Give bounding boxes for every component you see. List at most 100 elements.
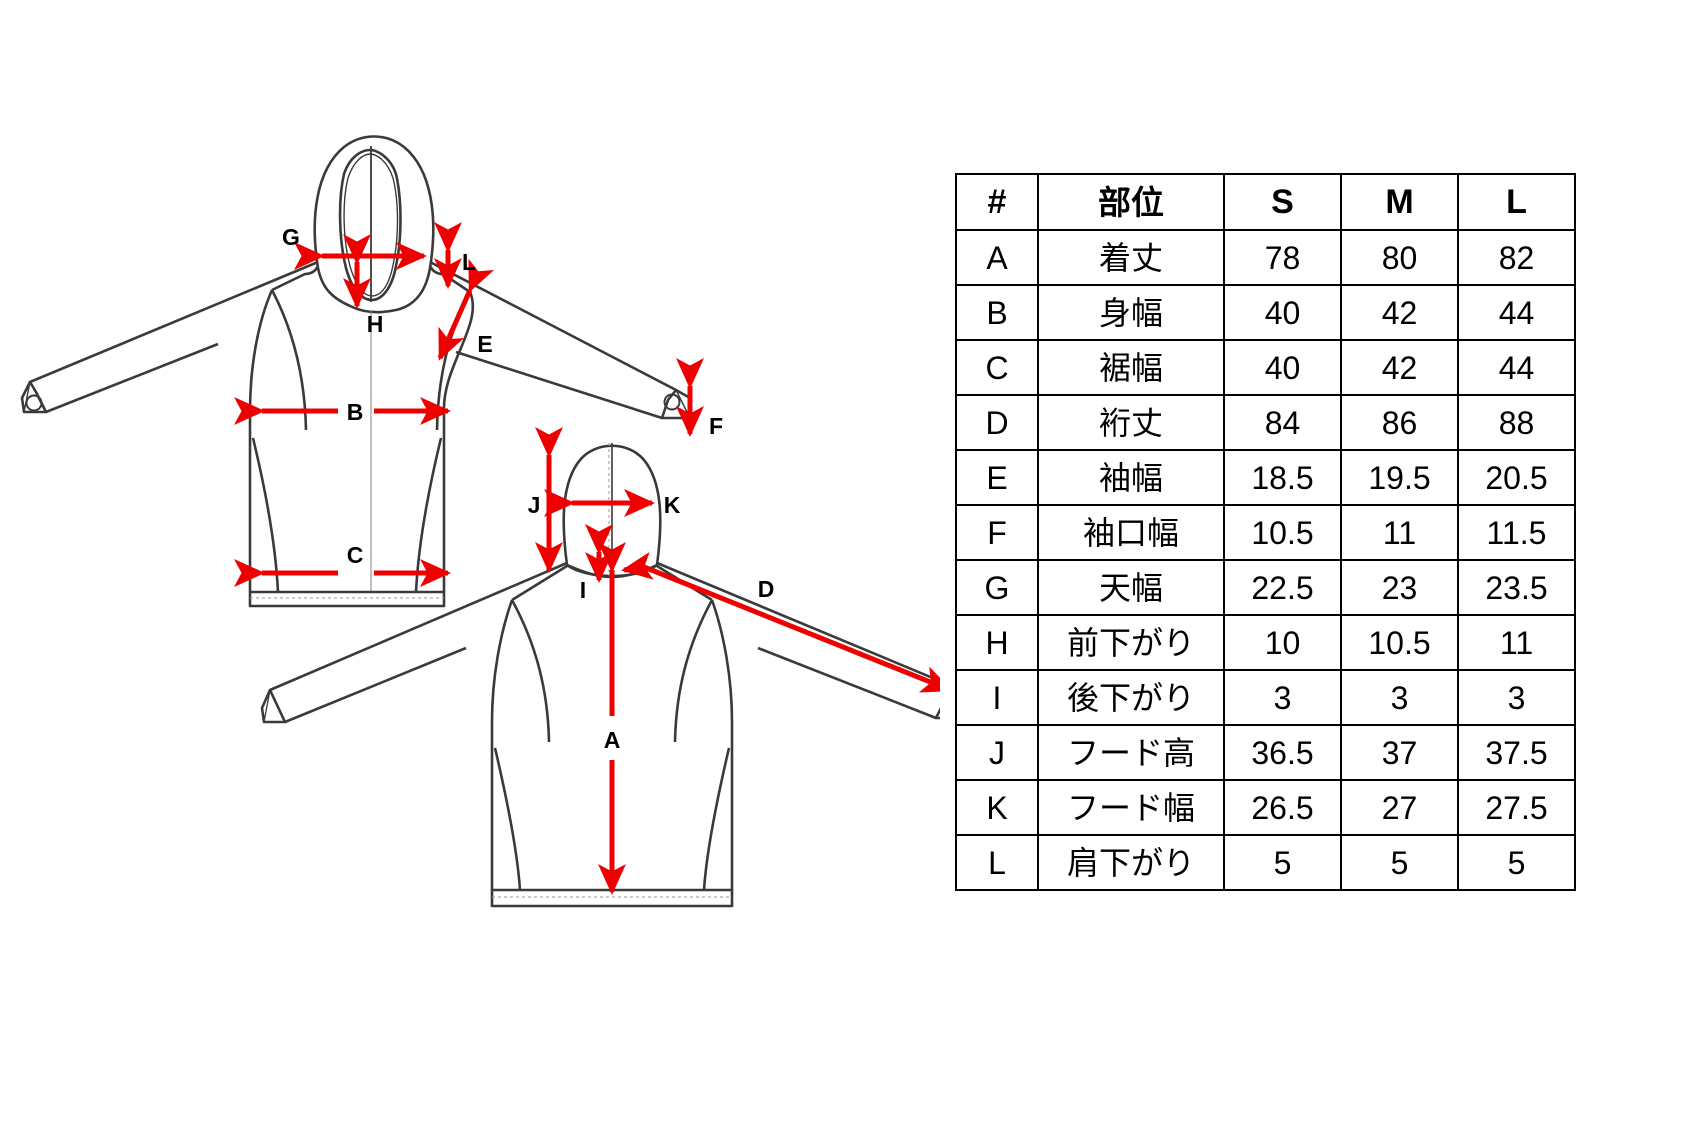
table-row: L 肩下がり 5 5 5 — [955, 834, 1576, 891]
cell-size-l: 11.5 — [1457, 504, 1576, 561]
back-view-measure-arrows — [534, 427, 940, 896]
row-part: 前下がり — [1037, 614, 1225, 671]
table-row: F 袖口幅 10.5 11 11.5 — [955, 504, 1576, 561]
row-index: L — [955, 834, 1039, 891]
row-part: 袖幅 — [1037, 449, 1225, 506]
cell-size-s: 36.5 — [1223, 724, 1342, 781]
cell-size-l: 44 — [1457, 284, 1576, 341]
table-row: E 袖幅 18.5 19.5 20.5 — [955, 449, 1576, 506]
table-body: A 着丈 78 80 82 B 身幅 40 42 44 C 裾幅 40 — [955, 229, 1576, 891]
cell-size-m: 10.5 — [1340, 614, 1459, 671]
label-C: C — [347, 542, 364, 568]
row-part: 後下がり — [1037, 669, 1225, 726]
cell-size-l: 82 — [1457, 229, 1576, 286]
row-part: 肩下がり — [1037, 834, 1225, 891]
row-index: D — [955, 394, 1039, 451]
garment-technical-drawing: G H L E B C F — [20, 135, 940, 908]
label-L: L — [462, 249, 476, 275]
table-row: G 天幅 22.5 23 23.5 — [955, 559, 1576, 616]
table-row: B 身幅 40 42 44 — [955, 284, 1576, 341]
cell-size-l: 23.5 — [1457, 559, 1576, 616]
cell-size-m: 27 — [1340, 779, 1459, 836]
cell-size-m: 86 — [1340, 394, 1459, 451]
cell-size-m: 23 — [1340, 559, 1459, 616]
row-part: フード幅 — [1037, 779, 1225, 836]
row-index: K — [955, 779, 1039, 836]
arrow-D — [643, 564, 940, 693]
cell-size-s: 40 — [1223, 339, 1342, 396]
cell-size-l: 37.5 — [1457, 724, 1576, 781]
cell-size-m: 80 — [1340, 229, 1459, 286]
row-part: 着丈 — [1037, 229, 1225, 286]
label-E: E — [477, 331, 492, 357]
table-row: C 裾幅 40 42 44 — [955, 339, 1576, 396]
column-header-size-m: M — [1340, 173, 1459, 231]
table-header-row: # 部位 S M L — [955, 173, 1576, 231]
front-view-garment — [20, 135, 692, 608]
table-row: D 裄丈 84 86 88 — [955, 394, 1576, 451]
cell-size-m: 19.5 — [1340, 449, 1459, 506]
label-F: F — [709, 413, 723, 439]
size-spec-table-container: # 部位 S M L A 着丈 78 80 82 B 身幅 — [955, 173, 1576, 891]
cell-size-s: 26.5 — [1223, 779, 1342, 836]
drawing-svg: G H L E B C F — [20, 135, 940, 908]
label-K: K — [664, 492, 681, 518]
row-index: B — [955, 284, 1039, 341]
cell-size-m: 37 — [1340, 724, 1459, 781]
back-view-garment — [260, 443, 940, 908]
front-view-labels: G H L E B C F — [282, 224, 723, 568]
cell-size-s: 10.5 — [1223, 504, 1342, 561]
column-header-size-s: S — [1223, 173, 1342, 231]
cell-size-l: 5 — [1457, 834, 1576, 891]
table-row: A 着丈 78 80 82 — [955, 229, 1576, 286]
column-header-part: 部位 — [1037, 173, 1225, 231]
table-row: I 後下がり 3 3 3 — [955, 669, 1576, 726]
size-spec-table: # 部位 S M L A 着丈 78 80 82 B 身幅 — [955, 173, 1576, 891]
row-index: E — [955, 449, 1039, 506]
table-row: H 前下がり 10 10.5 11 — [955, 614, 1576, 671]
table-row: K フード幅 26.5 27 27.5 — [955, 779, 1576, 836]
arrow-E — [437, 258, 495, 361]
cell-size-l: 27.5 — [1457, 779, 1576, 836]
row-index: C — [955, 339, 1039, 396]
table-row: J フード高 36.5 37 37.5 — [955, 724, 1576, 781]
cell-size-m: 5 — [1340, 834, 1459, 891]
column-header-size-l: L — [1457, 173, 1576, 231]
cell-size-l: 44 — [1457, 339, 1576, 396]
row-part: 天幅 — [1037, 559, 1225, 616]
cell-size-s: 22.5 — [1223, 559, 1342, 616]
cell-size-l: 3 — [1457, 669, 1576, 726]
cell-size-m: 3 — [1340, 669, 1459, 726]
label-A: A — [604, 727, 621, 753]
row-part: 袖口幅 — [1037, 504, 1225, 561]
cell-size-s: 10 — [1223, 614, 1342, 671]
label-J: J — [528, 492, 541, 518]
cell-size-l: 11 — [1457, 614, 1576, 671]
label-G: G — [282, 224, 300, 250]
row-part: フード高 — [1037, 724, 1225, 781]
cell-size-s: 84 — [1223, 394, 1342, 451]
cell-size-s: 5 — [1223, 834, 1342, 891]
row-part: 身幅 — [1037, 284, 1225, 341]
cell-size-s: 78 — [1223, 229, 1342, 286]
label-I: I — [580, 577, 586, 603]
cell-size-l: 88 — [1457, 394, 1576, 451]
back-view-labels: J K I A D — [528, 492, 775, 753]
row-index: J — [955, 724, 1039, 781]
label-H: H — [367, 311, 384, 337]
label-B: B — [347, 399, 364, 425]
cell-size-m: 42 — [1340, 284, 1459, 341]
row-index: A — [955, 229, 1039, 286]
row-index: G — [955, 559, 1039, 616]
row-index: I — [955, 669, 1039, 726]
row-part: 裾幅 — [1037, 339, 1225, 396]
front-view-measure-arrows — [234, 222, 704, 588]
cell-size-s: 3 — [1223, 669, 1342, 726]
cell-size-s: 40 — [1223, 284, 1342, 341]
column-header-index: # — [955, 173, 1039, 231]
row-index: H — [955, 614, 1039, 671]
row-part: 裄丈 — [1037, 394, 1225, 451]
cell-size-l: 20.5 — [1457, 449, 1576, 506]
label-D: D — [758, 576, 775, 602]
